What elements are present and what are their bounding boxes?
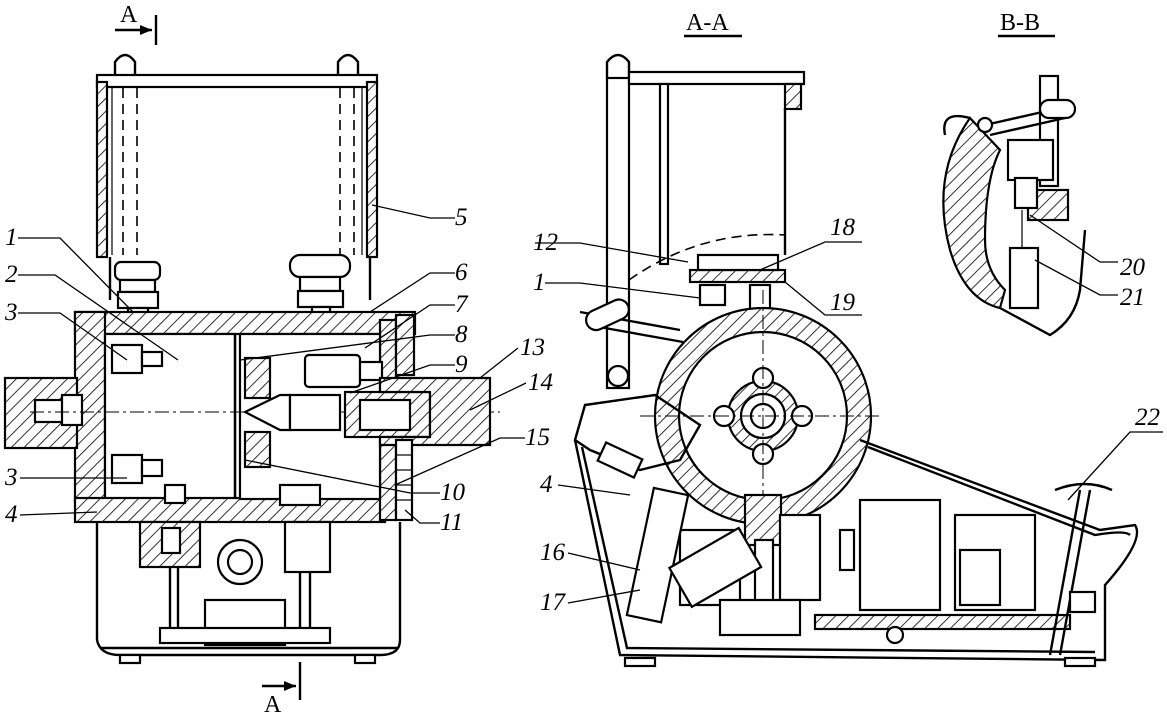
callout-label: 7 bbox=[455, 291, 469, 318]
callout-label: 1 bbox=[5, 224, 18, 251]
section-arrow-bottom: A bbox=[262, 662, 302, 718]
aa-components bbox=[596, 441, 1113, 668]
callout-label: 11 bbox=[440, 509, 463, 536]
hopper bbox=[95, 53, 379, 300]
section-bb: B-B 20 21 bbox=[942, 10, 1146, 337]
callouts-front-right: 5 6 7 8 9 13 14 15 10 11 bbox=[239, 204, 553, 536]
section-aa-title: A-A bbox=[686, 10, 729, 36]
callout-label: 16 bbox=[540, 539, 566, 566]
callout-label: 4 bbox=[5, 501, 18, 528]
lower-base bbox=[95, 520, 402, 665]
callout-label: 20 bbox=[1120, 254, 1146, 281]
callout-label: 6 bbox=[455, 259, 468, 286]
callout-label: 8 bbox=[455, 321, 468, 348]
internal-parts bbox=[110, 343, 492, 522]
callout-label: 15 bbox=[525, 424, 550, 451]
section-arrow-label-top: A bbox=[120, 2, 138, 28]
callout-label: 21 bbox=[1120, 284, 1145, 311]
callouts-section-bb: 20 21 bbox=[1029, 214, 1146, 311]
callouts-front-left: 1 2 3 3 4 bbox=[4, 224, 179, 528]
callout-label: 1 bbox=[533, 269, 546, 296]
callout-label: 18 bbox=[830, 214, 856, 241]
front-view: A bbox=[3, 2, 553, 718]
callout-label: 3 bbox=[4, 299, 18, 326]
callout-label: 9 bbox=[455, 351, 468, 378]
callout-label: 22 bbox=[1135, 404, 1160, 431]
callout-label: 3 bbox=[4, 464, 18, 491]
callout-label: 5 bbox=[455, 204, 468, 231]
callouts-section-aa: 12 18 1 19 4 16 17 22 bbox=[533, 214, 1163, 616]
section-bb-title: B-B bbox=[1000, 10, 1040, 36]
bb-body bbox=[942, 74, 1087, 337]
callout-label: 2 bbox=[5, 261, 18, 288]
section-arrow-top: A bbox=[115, 2, 158, 45]
callout-label: 19 bbox=[830, 289, 856, 316]
aa-frame bbox=[573, 393, 1139, 662]
left-hub bbox=[3, 376, 500, 450]
section-aa: A-A bbox=[533, 10, 1163, 668]
callout-label: 13 bbox=[520, 334, 545, 361]
section-arrow-label-bottom: A bbox=[264, 692, 282, 717]
callout-label: 4 bbox=[540, 471, 553, 498]
callout-label: 10 bbox=[440, 479, 466, 506]
callout-label: 14 bbox=[528, 369, 553, 396]
aa-lever bbox=[579, 298, 684, 388]
callout-label: 17 bbox=[540, 589, 567, 616]
